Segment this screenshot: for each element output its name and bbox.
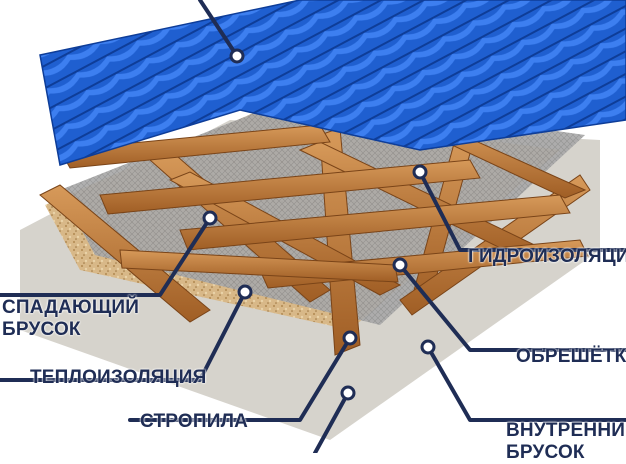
callout-lines bbox=[0, 0, 626, 453]
label-insulation: ТЕПЛОИЗОЛЯЦИЯ bbox=[30, 367, 206, 389]
label-rafters-text: СТРОПИЛА bbox=[140, 411, 249, 432]
label-waterproofing: ГИДРОИЗОЛЯЦИЯ bbox=[468, 246, 626, 268]
label-lathing: ОБРЕШЁТКА bbox=[516, 346, 626, 368]
label-lathing-text: ОБРЕШЁТКА bbox=[516, 346, 626, 367]
label-waterproofing-text: ГИДРОИЗОЛЯЦИЯ bbox=[468, 246, 626, 267]
label-insulation-text: ТЕПЛОИЗОЛЯЦИЯ bbox=[30, 367, 207, 388]
label-inner-batten-line1: ВНУТРЕННИЙ bbox=[506, 420, 626, 441]
label-counter-batten: СПАДАЮЩИЙ БРУСОК bbox=[2, 297, 139, 341]
label-rafters: СТРОПИЛА bbox=[140, 411, 248, 433]
roof-layers-diagram bbox=[0, 0, 626, 453]
metal-tile-roofing bbox=[39, 0, 626, 166]
callout-lathing bbox=[398, 263, 626, 352]
callout-inner-batten bbox=[426, 345, 626, 422]
callout-counter-batten bbox=[0, 216, 212, 297]
callout-inner-film bbox=[313, 391, 350, 453]
label-counter-batten-line2: БРУСОК bbox=[2, 319, 81, 340]
callout-insulation bbox=[0, 290, 247, 382]
label-inner-batten: ВНУТРЕННИЙ БРУСОК bbox=[506, 420, 626, 464]
label-counter-batten-line1: СПАДАЮЩИЙ bbox=[2, 297, 140, 318]
callout-dots bbox=[202, 48, 436, 401]
callout-rafters bbox=[128, 336, 352, 422]
label-inner-batten-line2: БРУСОК bbox=[506, 442, 585, 463]
callout-waterproofing bbox=[418, 170, 626, 252]
callout-roofing bbox=[198, 0, 239, 58]
